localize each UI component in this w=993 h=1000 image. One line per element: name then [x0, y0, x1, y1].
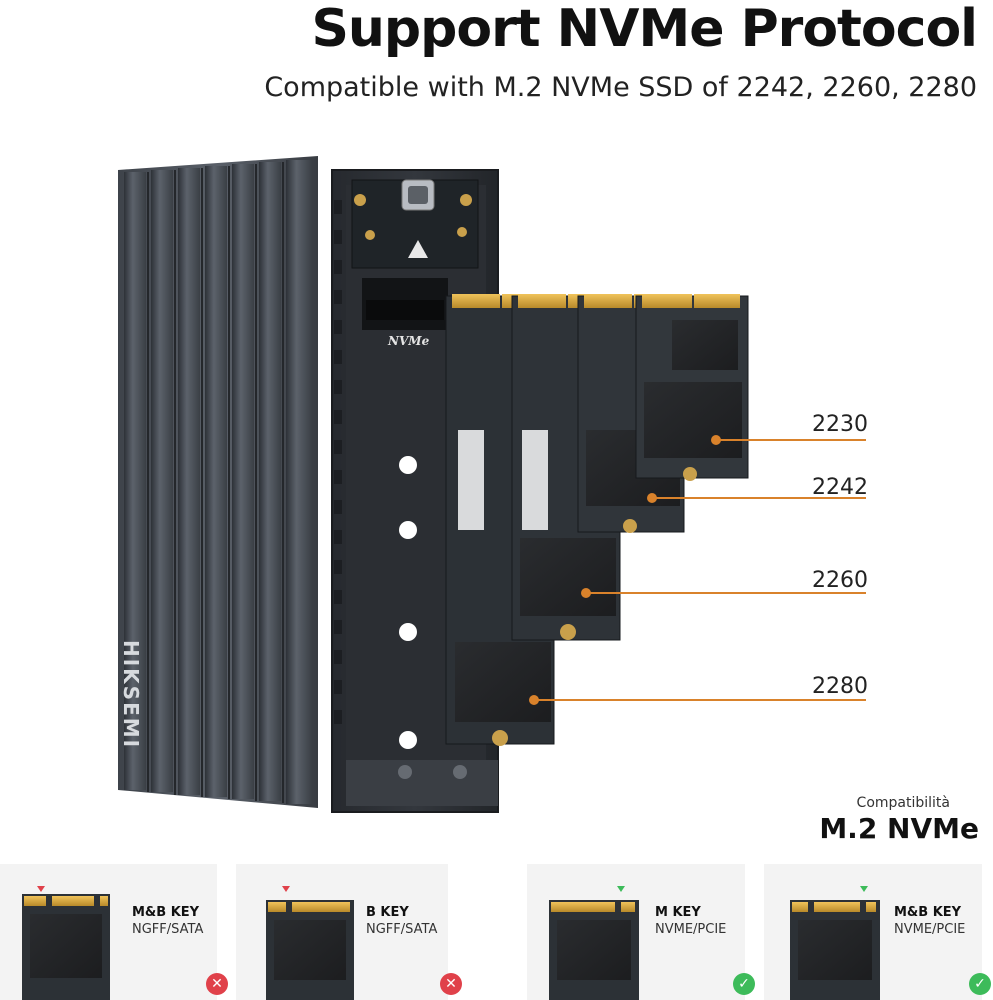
- slot-label: NVMe: [387, 334, 430, 348]
- compat-heading: M.2 NVMe: [819, 812, 979, 845]
- card-key-label: M&B KEY: [132, 905, 200, 920]
- card-key-label: M KEY: [655, 905, 701, 920]
- card-key-label: B KEY: [366, 905, 409, 920]
- size-label-2242: 2242: [812, 475, 868, 500]
- not-supported-icon: ✕: [206, 973, 228, 995]
- enclosure-lid: HIKSEMI: [118, 156, 318, 808]
- product-illustration: HIKSEMI NVMe: [118, 156, 866, 813]
- size-label-2230: 2230: [812, 412, 868, 437]
- brand-logo: HIKSEMI: [119, 640, 143, 749]
- callout-lines: [534, 439, 866, 701]
- mb-key-ssd-icon: [22, 886, 110, 1000]
- compat-caption: Compatibilità: [856, 795, 950, 811]
- supported-check-icon: ✓: [733, 973, 755, 995]
- supported-check-icon: ✓: [969, 973, 991, 995]
- compat-card-mb-key-sata: M&B KEY NGFF/SATA ✕: [0, 864, 228, 1000]
- card-protocol-label: NVME/PCIE: [655, 922, 727, 937]
- not-supported-icon: ✕: [440, 973, 462, 995]
- b-key-ssd-icon: [266, 886, 354, 1000]
- page-title: Support NVMe Protocol: [311, 0, 978, 59]
- ssd-2230: [635, 294, 749, 481]
- m-key-ssd-icon: [549, 886, 639, 1000]
- card-key-label: M&B KEY: [894, 905, 962, 920]
- size-label-2280: 2280: [812, 674, 868, 699]
- card-protocol-label: NGFF/SATA: [132, 922, 204, 937]
- mb-key-nvme-ssd-icon: [790, 886, 880, 1000]
- card-protocol-label: NGFF/SATA: [366, 922, 438, 937]
- compat-card-b-key-sata: B KEY NGFF/SATA ✕: [236, 864, 462, 1000]
- card-protocol-label: NVME/PCIE: [894, 922, 966, 937]
- compat-card-mb-key-nvme: M&B KEY NVME/PCIE ✓: [764, 864, 991, 1000]
- page-subtitle: Compatible with M.2 NVMe SSD of 2242, 22…: [264, 72, 977, 103]
- size-label-2260: 2260: [812, 568, 868, 593]
- compat-card-m-key-nvme: M KEY NVME/PCIE ✓: [527, 864, 755, 1000]
